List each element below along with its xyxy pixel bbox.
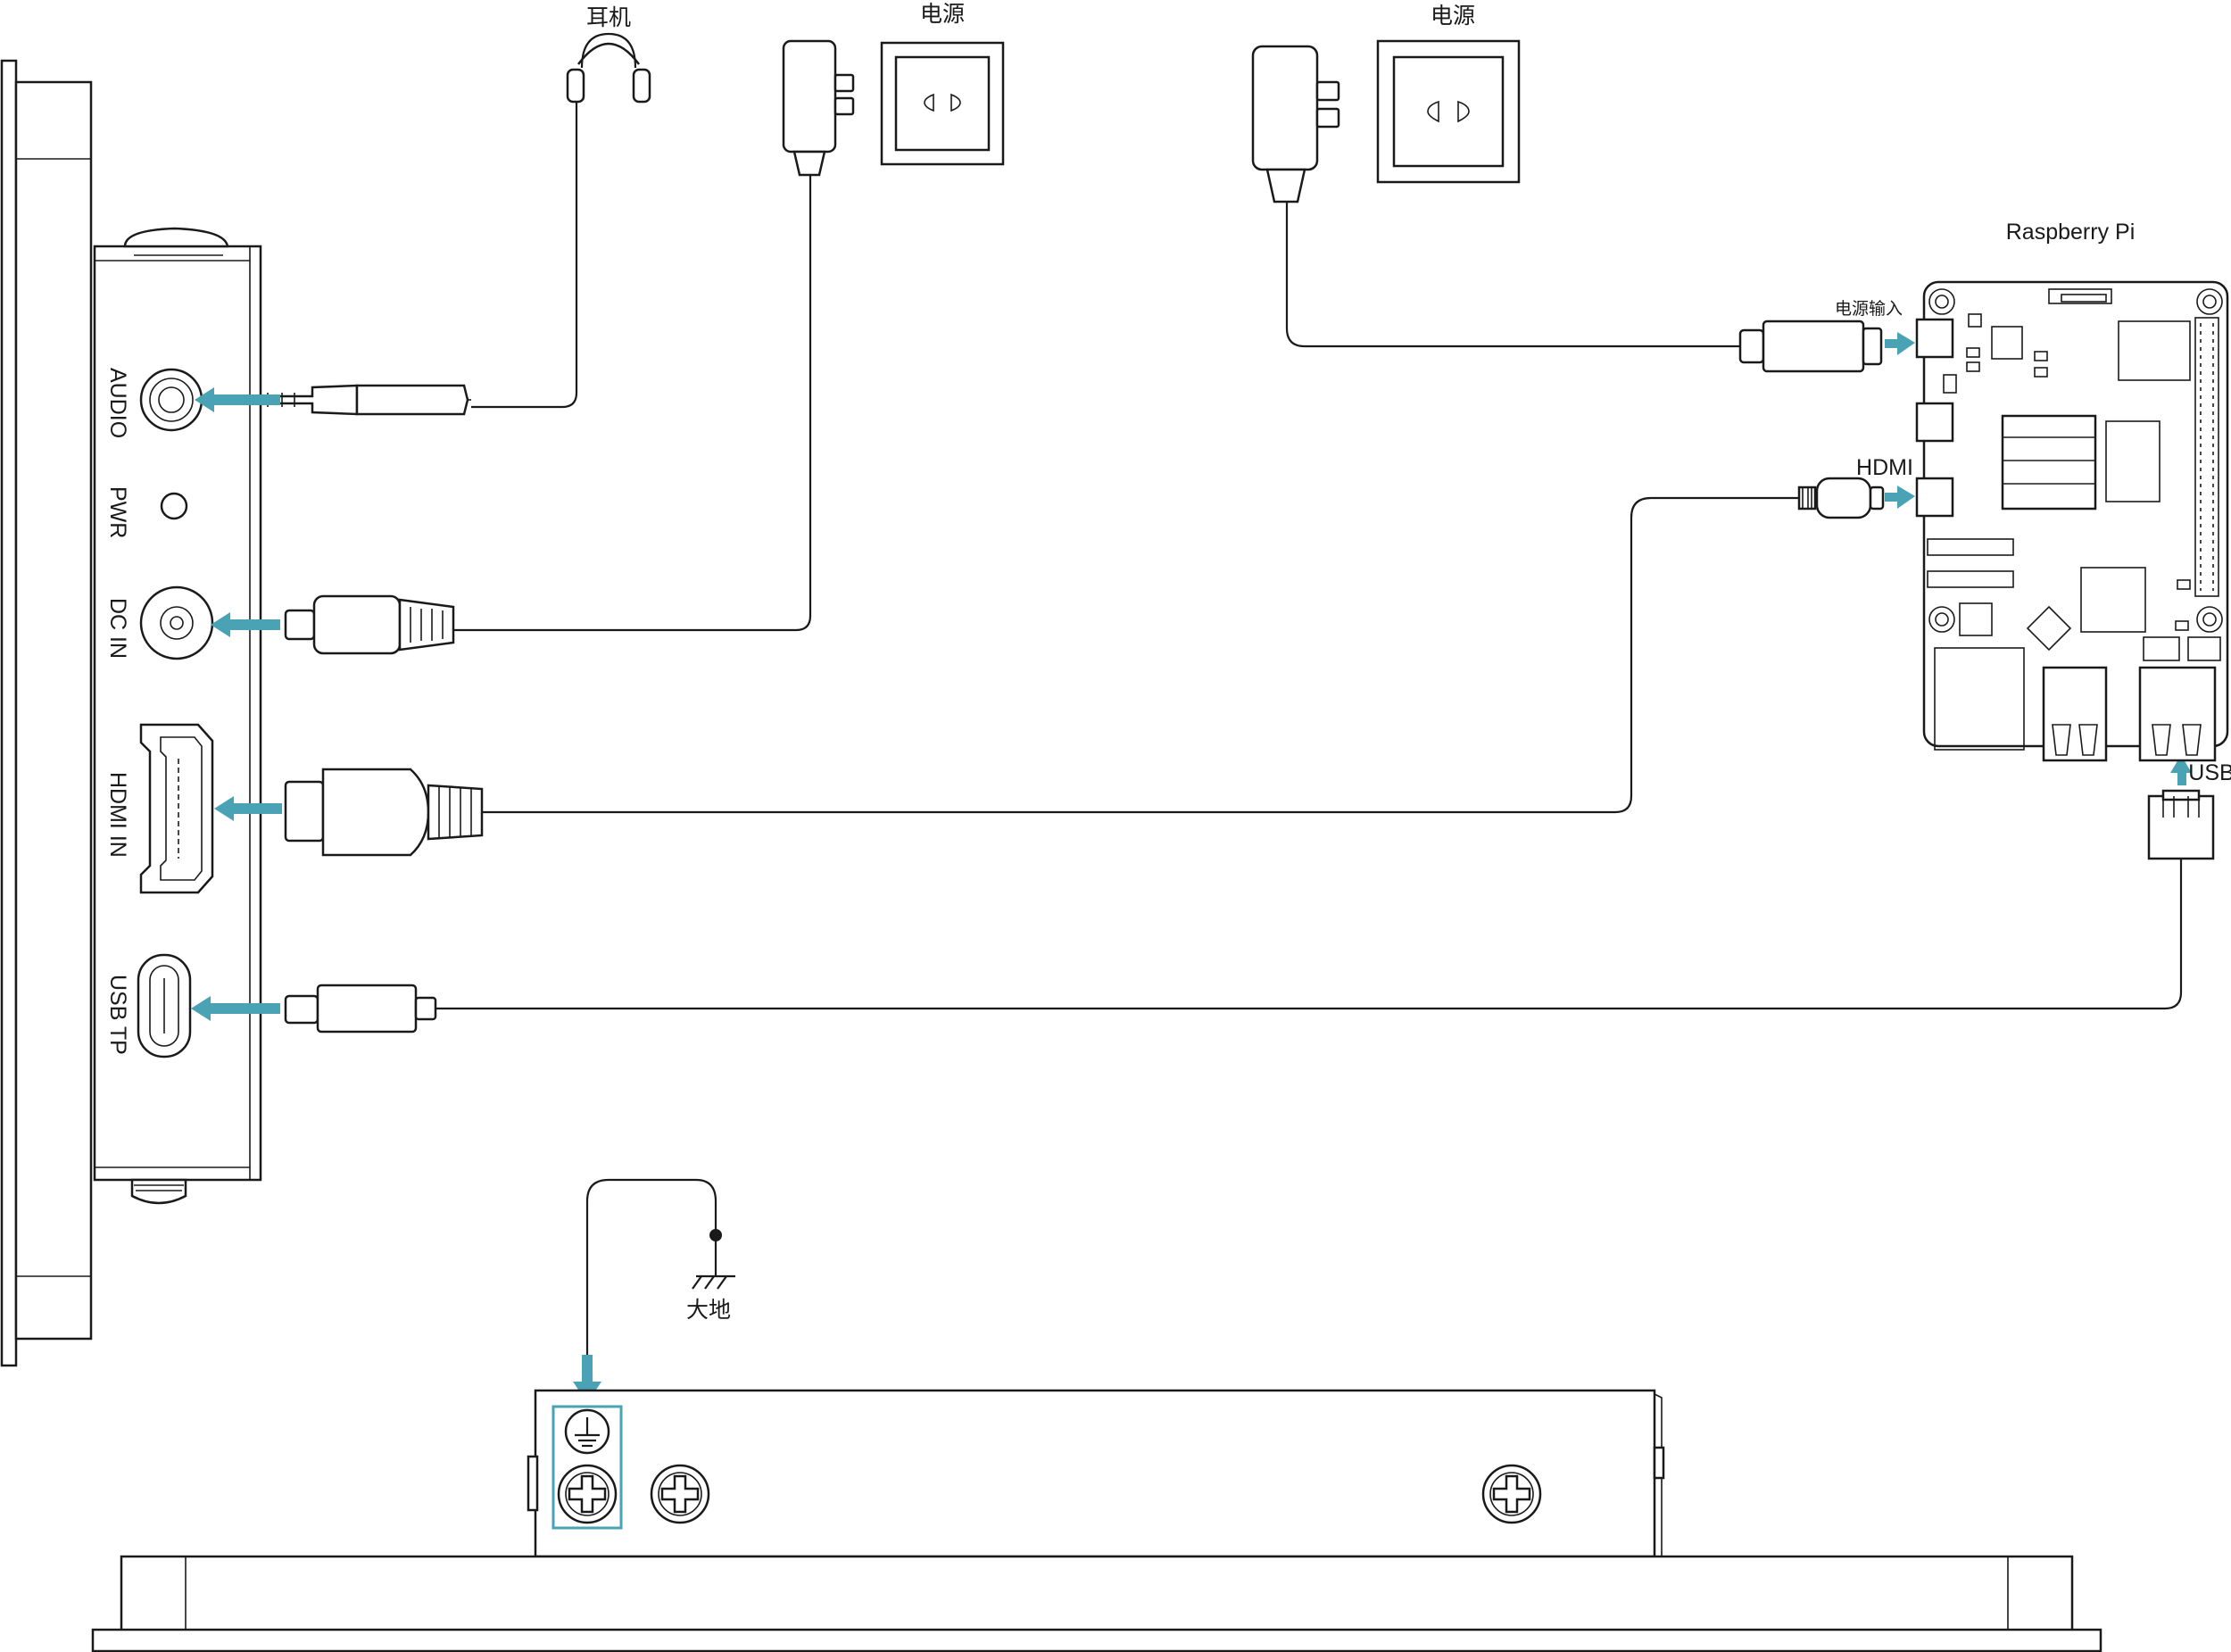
pi-power-plug — [1738, 320, 1883, 373]
port-label-usb-tp: USB TP — [105, 975, 130, 1055]
port-label-audio: AUDIO — [105, 368, 130, 438]
ground-wire — [585, 1178, 722, 1355]
port-label-hdmi-in: HDMI IN — [105, 772, 130, 858]
ground-label: 大地 — [686, 1297, 731, 1323]
headphone-label: 耳机 — [586, 4, 631, 30]
dc-in-port — [139, 585, 214, 660]
ground-terminal-icon — [564, 1408, 610, 1455]
hdmi-in-port — [139, 723, 214, 894]
ground-symbol-icon — [692, 1241, 735, 1290]
raspberry-pi-board — [1915, 280, 2229, 762]
power-label-1: 电源 — [920, 1, 965, 27]
ground-terminal-highlight — [552, 1405, 623, 1530]
pi-usb-label: USB — [2188, 760, 2231, 785]
wall-socket-icon-2 — [1376, 39, 1521, 184]
pi-usb-plug — [2147, 789, 2215, 860]
pi-hdmi-label: HDMI — [1856, 455, 1913, 480]
dc-plug — [284, 594, 455, 655]
pi-power-input-label: 电源输入 — [1835, 299, 1903, 319]
pwr-led — [160, 492, 188, 520]
power-adapter-icon — [453, 39, 855, 632]
pi-hdmi-plug — [1797, 477, 1885, 519]
connection-arrows — [191, 332, 2192, 1403]
monitor-bottom-view — [91, 1389, 2102, 1652]
port-label-pwr: PWR — [105, 486, 130, 538]
headphone-icon — [471, 32, 651, 409]
screw-icon-2 — [650, 1464, 710, 1524]
usb-c-plug — [284, 984, 437, 1034]
hdmi-plug — [284, 768, 484, 857]
audio-plug — [252, 384, 471, 416]
monitor-side-view — [0, 59, 262, 1367]
usb-tp-port — [137, 953, 192, 1058]
monitor-ports — [137, 368, 214, 1058]
raspberry-pi-label: Raspberry Pi — [2006, 220, 2136, 245]
audio-port — [139, 368, 203, 432]
port-label-dc-in: DC IN — [105, 598, 130, 659]
port-labels: AUDIO PWR DC IN HDMI IN USB TP — [105, 368, 130, 1055]
power-adapter-icon-2 — [1251, 45, 1740, 348]
power-label-2: 电源 — [1431, 3, 1475, 29]
screw-icon-3 — [1481, 1464, 1542, 1524]
screw-icon — [557, 1464, 618, 1524]
wall-socket-icon — [880, 41, 1005, 166]
